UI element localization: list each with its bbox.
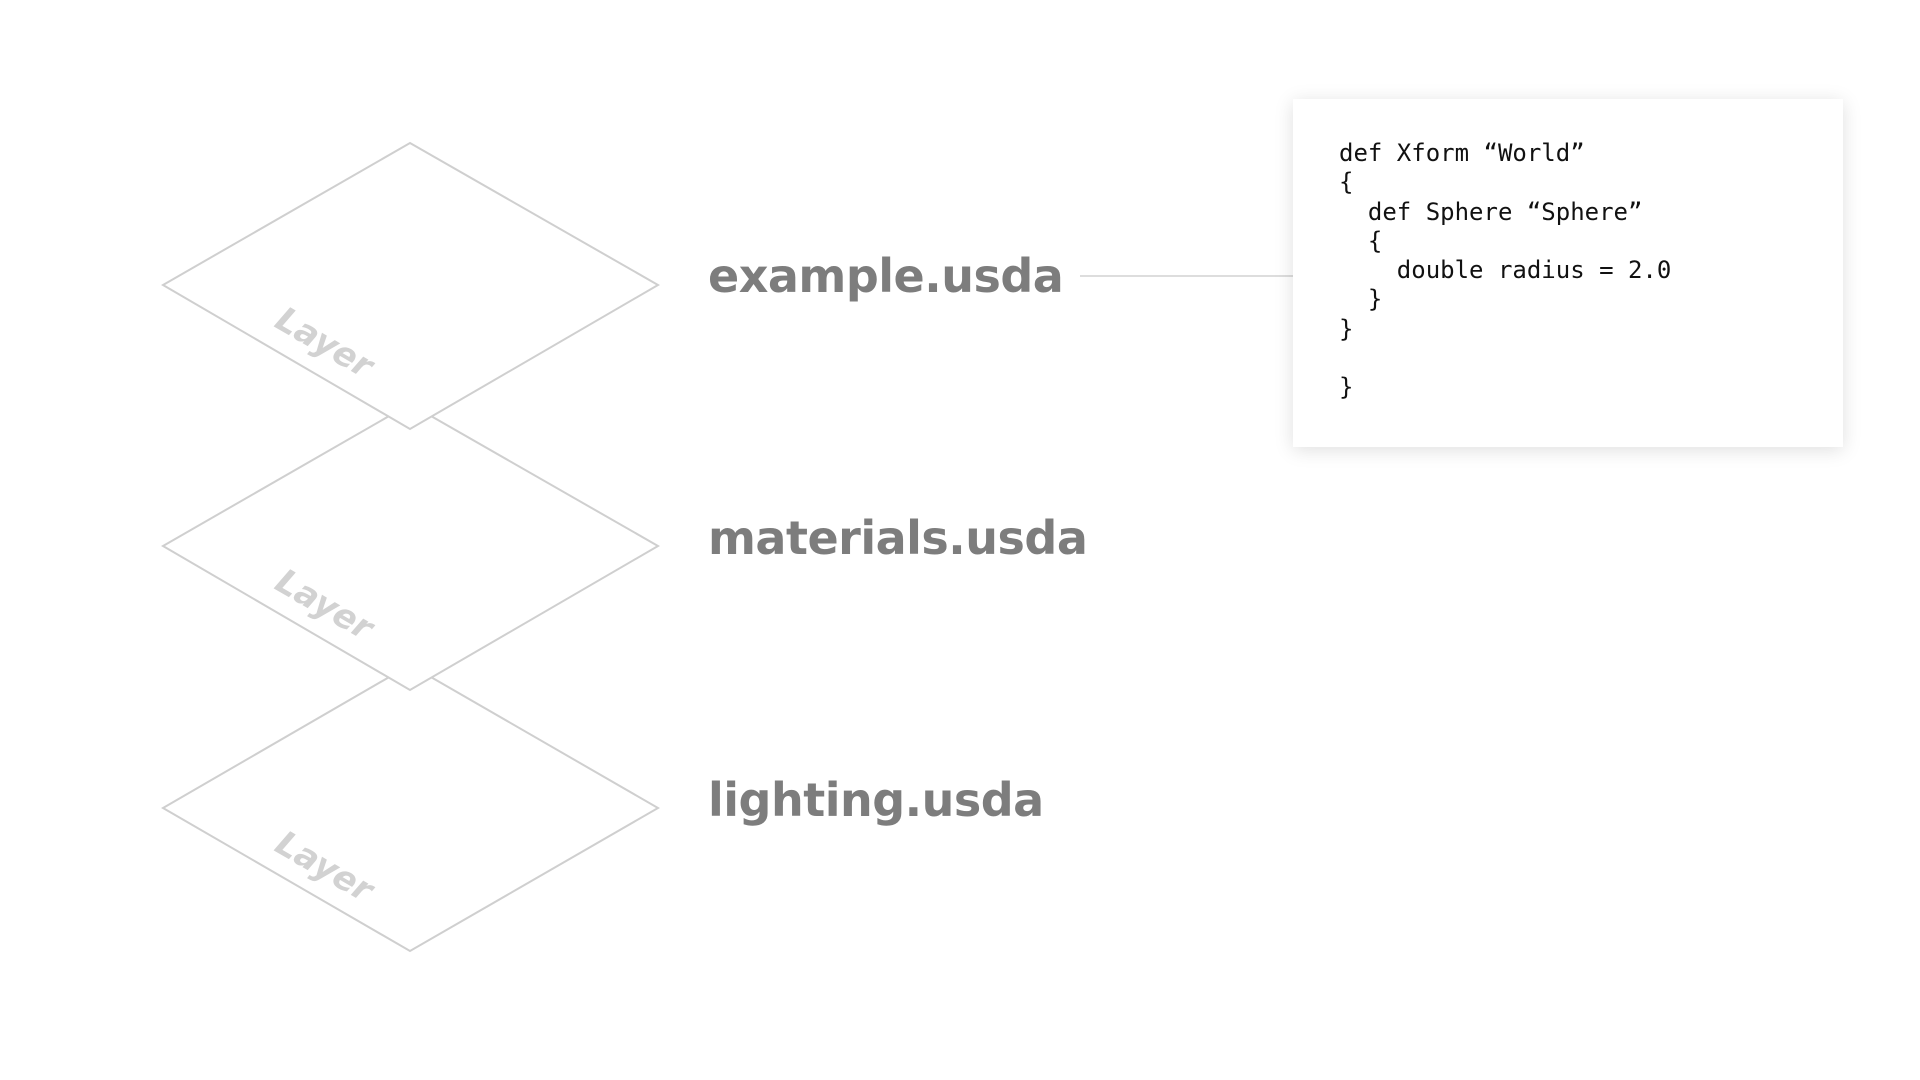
code-line: { (1339, 226, 1383, 255)
code-line (1339, 344, 1671, 373)
file-label-example: example.usda (708, 249, 1064, 303)
layer-plane-lighting: Layer (161, 663, 661, 953)
code-line: } (1339, 285, 1383, 314)
layer-plane-materials: Layer (161, 402, 661, 692)
file-label-materials: materials.usda (708, 511, 1088, 565)
file-label-lighting: lighting.usda (708, 773, 1044, 827)
code-line: def Sphere “Sphere” (1339, 197, 1643, 226)
layer-plane-example: Layer (161, 141, 661, 431)
code-line: def Xform “World” (1339, 139, 1585, 167)
usda-code-block: def Xform “World”{ def Sphere “Sphere” {… (1339, 139, 1671, 403)
code-line: double radius = 2.0 (1339, 256, 1672, 285)
code-line: } (1339, 373, 1354, 402)
code-line: } (1339, 314, 1354, 343)
code-snippet-card: def Xform “World”{ def Sphere “Sphere” {… (1293, 99, 1843, 447)
code-line: { (1339, 168, 1354, 197)
